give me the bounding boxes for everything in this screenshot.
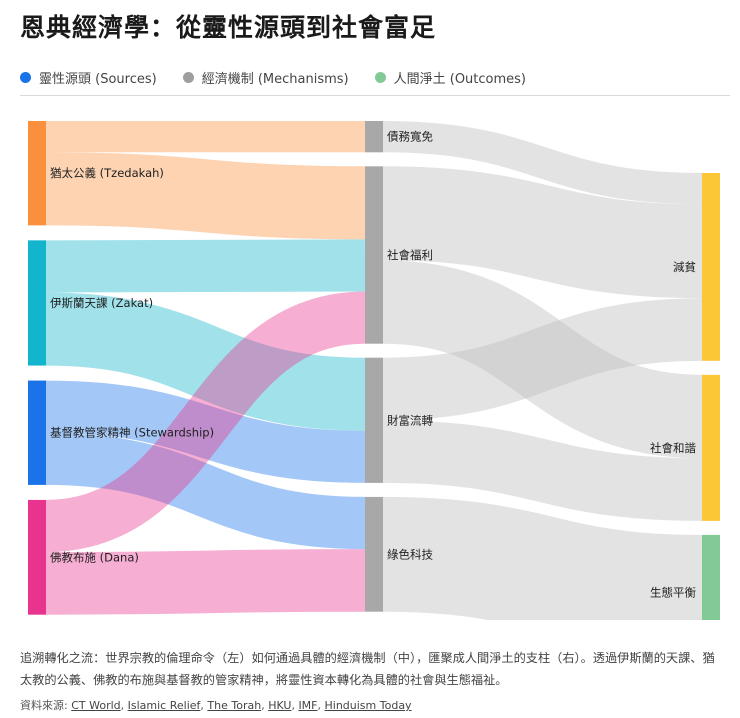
source-link-islamic-relief[interactable]: Islamic Relief [127, 699, 201, 712]
node-poverty[interactable] [702, 173, 720, 361]
node-label-tzedakah: 猶太公義 (Tzedakah) [50, 166, 164, 180]
link-welfare-to-poverty[interactable] [382, 166, 703, 299]
link-wealth-to-poverty[interactable] [382, 298, 703, 421]
source-link-ct-world[interactable]: CT World [71, 699, 121, 712]
legend-item-sources[interactable]: 靈性源頭 (Sources) [20, 68, 157, 87]
node-label-green: 綠色科技 [387, 547, 433, 561]
sankey-labels: 猶太公義 (Tzedakah) 伊斯蘭天課 (Zakat) 基督教管家精神 (Ste… [50, 130, 696, 600]
source-link-torah[interactable]: The Torah [207, 699, 262, 712]
node-label-poverty: 減貧 [673, 260, 696, 274]
node-label-dana: 佛教布施 (Dana) [50, 550, 139, 564]
legend-dot-sources [20, 72, 31, 83]
link-welfare-to-harmony[interactable] [381, 260, 704, 459]
node-stewardship[interactable] [28, 380, 46, 485]
sankey-nodes [28, 121, 720, 620]
link-debt-to-poverty[interactable] [382, 121, 703, 205]
node-label-eco: 生態平衡 [650, 585, 696, 599]
legend-dot-outcomes [374, 72, 386, 83]
source-link-hinduism-today[interactable]: Hinduism Today [324, 699, 412, 712]
node-label-harmony: 社會和諧 [650, 441, 696, 455]
node-tzedakah[interactable] [28, 121, 46, 226]
node-label-zakat: 伊斯蘭天課 (Zakat) [50, 296, 153, 310]
caption: 追溯轉化之流：世界宗教的倫理命令（左）如何通過具體的經濟機制（中），匯聚成人間淨… [20, 651, 715, 687]
node-harmony[interactable] [702, 374, 720, 521]
legend-dot-mechanisms [182, 72, 194, 83]
legend-label-outcomes: 人間淨土 (Outcomes) [393, 72, 526, 87]
link-wealth-to-harmony[interactable] [382, 420, 703, 521]
link-green-to-eco[interactable] [382, 496, 703, 620]
page-title: 恩典經濟學：從靈性源頭到社會富足 [20, 13, 437, 42]
sankey-diagram: 猶太公義 (Tzedakah) 伊斯蘭天課 (Zakat) 基督教管家精神 (Ste… [28, 121, 720, 620]
sources-label: 資料來源: [20, 699, 68, 712]
legend-item-mechanisms[interactable]: 經濟機制 (Mechanisms) [182, 68, 349, 87]
node-zakat[interactable] [28, 240, 46, 366]
link-tzedakah-to-welfare[interactable] [45, 152, 366, 240]
node-welfare[interactable] [365, 166, 383, 344]
node-wealth[interactable] [365, 357, 383, 483]
link-zakat-to-welfare[interactable] [45, 239, 366, 293]
legend: 靈性源頭 (Sources) 經濟機制 (Mechanisms) 人間淨土 (O… [20, 68, 552, 87]
legend-label-sources: 靈性源頭 (Sources) [39, 72, 157, 87]
node-label-wealth: 財富流轉 [387, 413, 433, 427]
link-zakat-to-wealth[interactable] [45, 292, 366, 431]
node-green[interactable] [365, 496, 383, 612]
node-eco[interactable] [702, 534, 720, 620]
node-label-welfare: 社會福利 [387, 248, 433, 262]
sources-line: 資料來源: CT World, Islamic Relief, The Tora… [20, 699, 412, 712]
node-label-debt: 債務寬免 [387, 130, 433, 144]
divider [20, 95, 730, 96]
legend-label-mechanisms: 經濟機制 (Mechanisms) [201, 72, 349, 87]
legend-item-outcomes[interactable]: 人間淨土 (Outcomes) [374, 68, 526, 87]
node-debt[interactable] [365, 121, 383, 153]
link-dana-to-welfare[interactable] [44, 291, 367, 553]
sankey-links [44, 121, 704, 620]
link-stewardship-to-wealth[interactable] [45, 380, 366, 483]
link-stewardship-to-green[interactable] [45, 432, 366, 550]
source-link-hku[interactable]: HKU [268, 699, 292, 712]
node-dana[interactable] [28, 499, 46, 615]
node-label-stewardship: 基督教管家精神 (Stewardship) [50, 426, 214, 440]
source-link-imf[interactable]: IMF [298, 699, 318, 712]
link-dana-to-green[interactable] [45, 549, 366, 615]
